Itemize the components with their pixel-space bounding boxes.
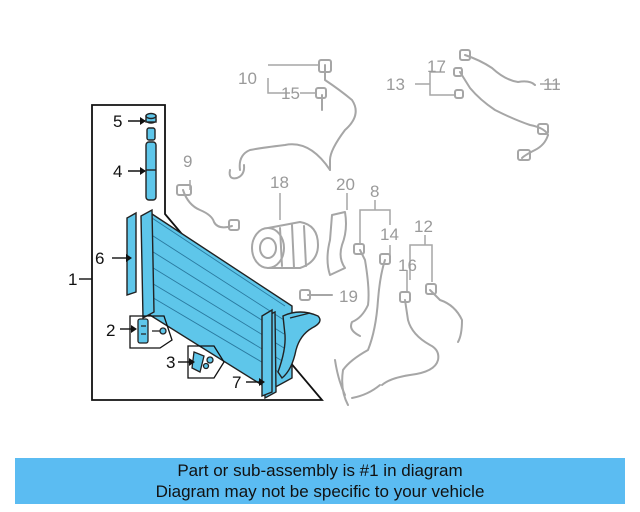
receiver-drier (145, 127, 157, 201)
callout-20: 20 (336, 175, 355, 194)
ac-line-12 (381, 299, 440, 386)
callout-17: 17 (427, 57, 446, 76)
callout-labels: 1 2 3 4 5 6 7 8 9 10 11 12 13 14 15 16 1… (68, 57, 561, 392)
mounting-bracket-2 (137, 318, 167, 344)
diagram-caption-banner: Part or sub-assembly is #1 in diagram Di… (15, 458, 625, 504)
ghost-leaders (189, 64, 560, 296)
ac-compressor (251, 221, 319, 269)
part-3-box (187, 345, 225, 379)
callout-10: 10 (238, 69, 257, 88)
side-seal (126, 211, 137, 296)
callout-18: 18 (270, 173, 289, 192)
callout-16: 16 (398, 256, 417, 275)
ac-line-9 (182, 189, 233, 229)
condenser-assembly (79, 104, 324, 401)
caption-line-2: Diagram may not be specific to your vehi… (155, 482, 485, 501)
mounting-bracket-3 (191, 351, 214, 373)
callout-19: 19 (339, 287, 358, 306)
caption-line-1: Part or sub-assembly is #1 in diagram (177, 461, 463, 480)
side-seal-7 (261, 308, 273, 398)
ac-line-8 (350, 249, 370, 337)
callout-14: 14 (380, 225, 399, 244)
callout-8: 8 (370, 182, 379, 201)
callout-9: 9 (183, 152, 192, 171)
part-2-box (129, 315, 173, 349)
callout-1: 1 (68, 270, 77, 289)
callout-12: 12 (414, 217, 433, 236)
drier-cap (145, 112, 157, 124)
ac-line-upper-right (464, 54, 536, 86)
callout-5: 5 (113, 112, 122, 131)
callout-13: 13 (386, 75, 405, 94)
leader-arrowheads (126, 117, 265, 386)
compressor-bracket (326, 211, 347, 276)
callout-2: 2 (106, 321, 115, 340)
callout-11: 11 (543, 75, 561, 94)
callout-7: 7 (232, 373, 241, 392)
callout-3: 3 (166, 353, 175, 372)
callout-4: 4 (113, 162, 122, 181)
ac-line-upper-left (324, 64, 357, 171)
callout-15: 15 (281, 84, 300, 103)
callout-6: 6 (95, 249, 104, 268)
ghost-parts (176, 49, 549, 406)
